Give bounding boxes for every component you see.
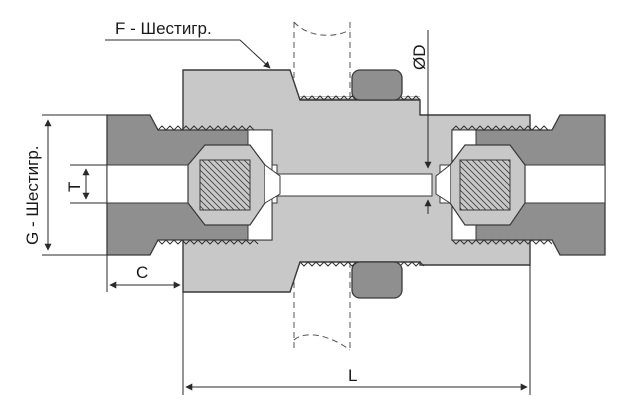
left-thread (157, 125, 259, 245)
length-dimension: L (182, 265, 531, 395)
left-ferrule-thread (199, 159, 251, 211)
diameter-dimension: ØD (410, 30, 432, 214)
g-hex-dimension: G - Шестигр. (23, 114, 107, 256)
right-ferrule-thread (459, 159, 511, 211)
c-dimension: C (106, 255, 184, 310)
diameter-label: ØD (410, 45, 429, 71)
lock-nut-bottom (351, 261, 403, 299)
lock-nut-top (351, 69, 403, 101)
g-hex-label: G - Шестигр. (23, 145, 42, 245)
length-label: L (348, 366, 357, 385)
thread-label: T (65, 182, 84, 192)
f-hex-callout: F - Шестигр. (105, 19, 271, 69)
bore-taper-right (435, 164, 451, 204)
thread-dimension: T (65, 164, 107, 204)
through-bore (271, 173, 433, 197)
f-hex-label: F - Шестигр. (115, 19, 212, 38)
c-label: C (136, 263, 148, 282)
bore-taper-left (264, 164, 281, 204)
